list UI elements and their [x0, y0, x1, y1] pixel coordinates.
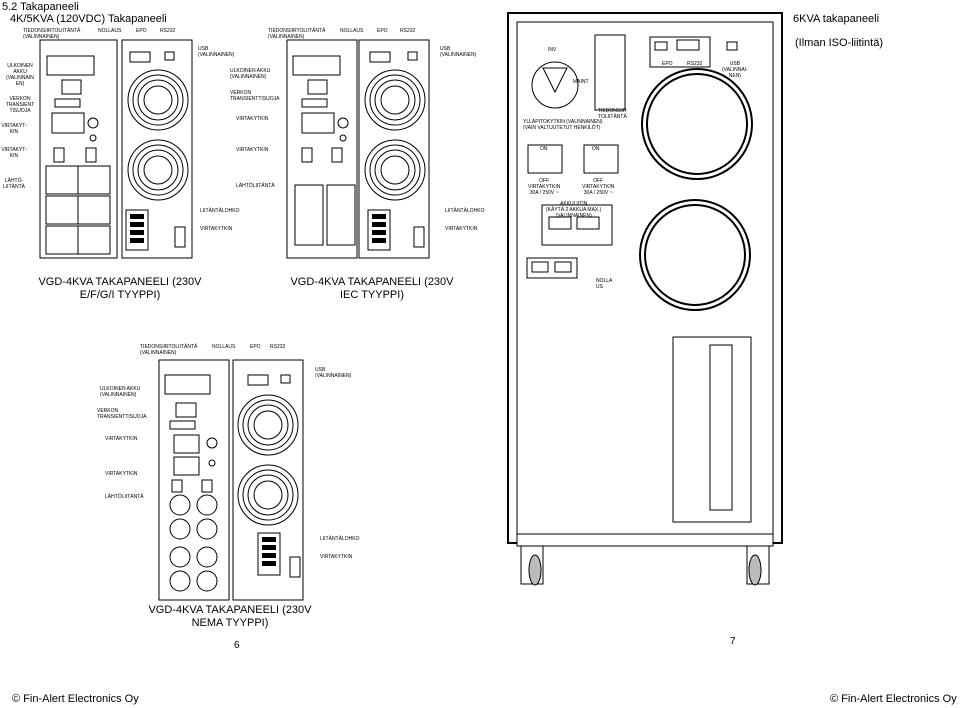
p3-label-switch1: VIRTAKYTKIN [105, 436, 138, 442]
p2-caption: VGD-4KVA TAKAPANEELI (230V IEC TYYPPI) [290, 276, 454, 301]
p2-label-reset: NOLLAUS [340, 28, 364, 34]
p6-label-on2: ON [592, 146, 600, 152]
p6-label-rs232: RS232 [687, 61, 703, 67]
p3-label-surge: VERKON TRANSIENTTISUOJA [97, 408, 147, 420]
p6-label-epo: EPO [662, 61, 673, 67]
p6-label-zero: NOLLA US [596, 278, 613, 290]
p2-label-surge: VERKON TRANSIENTTISUOJA [230, 90, 280, 102]
panel1-drawing [39, 39, 193, 259]
p6-label-on1: ON [540, 146, 548, 152]
p1-label-epo: EPO [136, 28, 147, 34]
p3-label-battery: ULKOINEN AKKU (VALINNAINEN) [100, 386, 141, 398]
p6-label-usb: USB (VALINNAI- NEN) [722, 61, 748, 79]
page-number-right: 7 [730, 636, 736, 647]
page-number-left: 6 [234, 640, 240, 651]
p1-caption: VGD-4KVA TAKAPANEELI (230V E/F/G/I TYYPP… [38, 276, 202, 301]
p2-label-epo: EPO [377, 28, 388, 34]
p6-label-inv: INV [548, 47, 557, 53]
section-title: 5.2 Takapaneeli [2, 1, 79, 13]
p2-label-battery: ULKOINEN AKKU (VALINNAINEN) [230, 68, 271, 80]
p1-label-comm: TIEDONSIIRTOLIITÄNTÄ (VALINNAINEN) [23, 28, 81, 40]
p2-label-comm: TIEDONSIIRTOLIITÄNTÄ (VALINNAINEN) [268, 28, 326, 40]
p1-label-switch1: VIRTAKYT- KIN [1, 123, 27, 135]
p3-label-terminal: LIITÄNTÄLOHKO [320, 536, 360, 542]
p1-label-surge: VERKON TRANSIENT TISUOJA [5, 96, 35, 114]
p1-label-battery: ULKOINEN AKKU (VALINNAIN EN) [6, 63, 34, 87]
p3-label-output: LÄHTÖLIITÄNTÄ [105, 494, 144, 500]
p3-label-usb: USB (VALINNAINEN) [315, 367, 352, 379]
p3-label-switch3: VIRTAKYTKIN [320, 554, 353, 560]
p6-label-battery: AKKULIITIN (KÄYTÄ 2 AKKUA MAX.) (VALINNA… [546, 201, 602, 219]
footer-copyright-left: © Fin-Alert Electronics Oy [12, 693, 139, 705]
p2-label-switch1: VIRTAKYTKIN [236, 116, 269, 122]
p3-label-switch2: VIRTAKYTKIN [105, 471, 138, 477]
p2-label-output: LÄHTÖLIITÄNTÄ [236, 183, 275, 189]
p2-label-switch3: VIRTAKYTKIN [445, 226, 478, 232]
right-title: 6KVA takapaneeli [793, 13, 880, 25]
p2-label-usb: USB (VALINNAINEN) [440, 46, 477, 58]
p6-label-comm: TIEDONSIIR TOLIITÄNTÄ [598, 108, 627, 120]
section-subtitle: 4K/5KVA (120VDC) Takapaneeli [10, 13, 167, 25]
p1-label-switch2: VIRTAKYT- KIN [1, 147, 27, 159]
footer-copyright-right: © Fin-Alert Electronics Oy [830, 693, 957, 705]
p1-label-output: LÄHTÖ- LIITÄNTÄ [3, 178, 25, 190]
p1-label-rs232: RS232 [160, 28, 176, 34]
p3-label-rs232: RS232 [270, 344, 286, 350]
p1-label-reset: NOLLAUS [98, 28, 122, 34]
p1-label-switch3: VIRTAKYTKIN [200, 226, 233, 232]
panel3-drawing [158, 359, 304, 601]
right-subtitle: (Ilman ISO-liitintä) [795, 37, 884, 49]
p3-label-reset: NOLLAUS [212, 344, 236, 350]
p2-label-switch2: VIRTAKYTKIN [236, 147, 269, 153]
p1-label-usb: USB (VALINNAINEN) [198, 46, 235, 58]
p1-label-terminal: LIITÄNTÄLOHKO [200, 208, 240, 214]
panel6-drawing [507, 12, 783, 586]
p3-caption: VGD-4KVA TAKAPANEELI (230V NEMA TYYPPI) [148, 604, 312, 629]
panel2-drawing [286, 39, 430, 259]
p3-label-comm: TIEDONSIIRTOLIITÄNTÄ (VALINNAINEN) [140, 344, 198, 356]
p6-label-maint: MAINT [573, 79, 589, 85]
p2-label-rs232: RS232 [400, 28, 416, 34]
p6-label-off1: OFF VIRTAKYTKIN 30A / 250V ~ [528, 178, 561, 196]
p6-label-off2: OFF VIRTAKYTKIN 30A / 250V ~ [582, 178, 615, 196]
p3-label-epo: EPO [250, 344, 261, 350]
p2-label-terminal: LIITÄNTÄLOHKO [445, 208, 485, 214]
p6-label-bypass: YLLÄPITOKYTKIN (VALINNAINEN) (VAIN VALTU… [523, 119, 603, 131]
